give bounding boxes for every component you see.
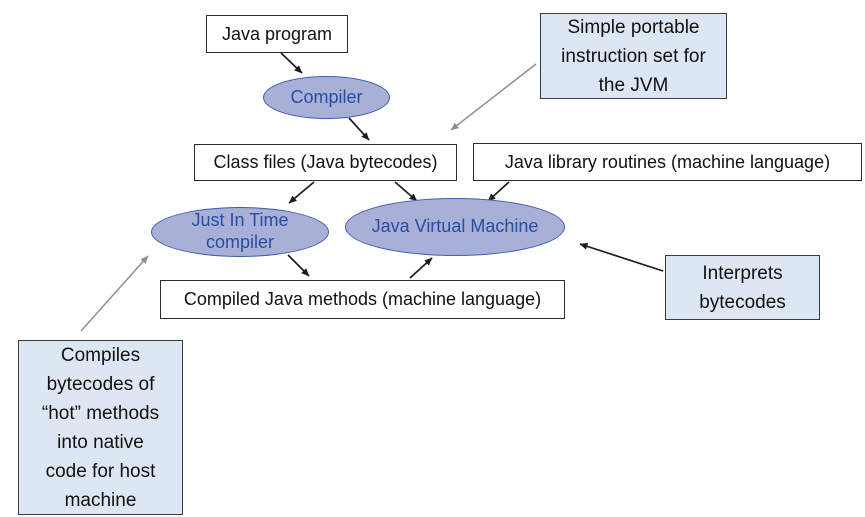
arrow-interprets-to-jvm: [579, 242, 664, 272]
java-virtual-machine-ellipse: Java Virtual Machine: [345, 198, 565, 256]
arrow-compiler-to-class-files: [348, 117, 370, 141]
arrow-jit-compiler-to-compiled-methods: [287, 254, 310, 277]
java-library-routines-box: Java library routines (machine language): [473, 143, 862, 181]
arrow-compiles-hot-to-jit-compiler: [80, 255, 149, 332]
arrow-class-files-to-jvm: [394, 181, 418, 202]
java-program-box: Java program: [206, 15, 348, 53]
interprets-bytecodes-note: Interprets bytecodes: [665, 255, 820, 320]
compiled-java-methods-box: Compiled Java methods (machine language): [160, 280, 565, 319]
arrow-java-program-to-compiler: [280, 52, 303, 74]
class-files-box: Class files (Java bytecodes): [194, 144, 457, 181]
arrow-compiled-methods-to-jvm: [409, 257, 433, 279]
arrow-class-files-to-jit-compiler: [288, 181, 315, 204]
compiles-hot-methods-note: Compiles bytecodes of “hot” methods into…: [18, 340, 183, 515]
jit-compiler-ellipse: Just In Time compiler: [151, 207, 329, 257]
arrow-simple-portable-to-class-files: [450, 63, 537, 131]
compiler-ellipse: Compiler: [263, 76, 390, 119]
simple-portable-instruction-set-note: Simple portable instruction set for the …: [540, 13, 727, 99]
arrow-java-library-to-jvm: [487, 181, 510, 202]
